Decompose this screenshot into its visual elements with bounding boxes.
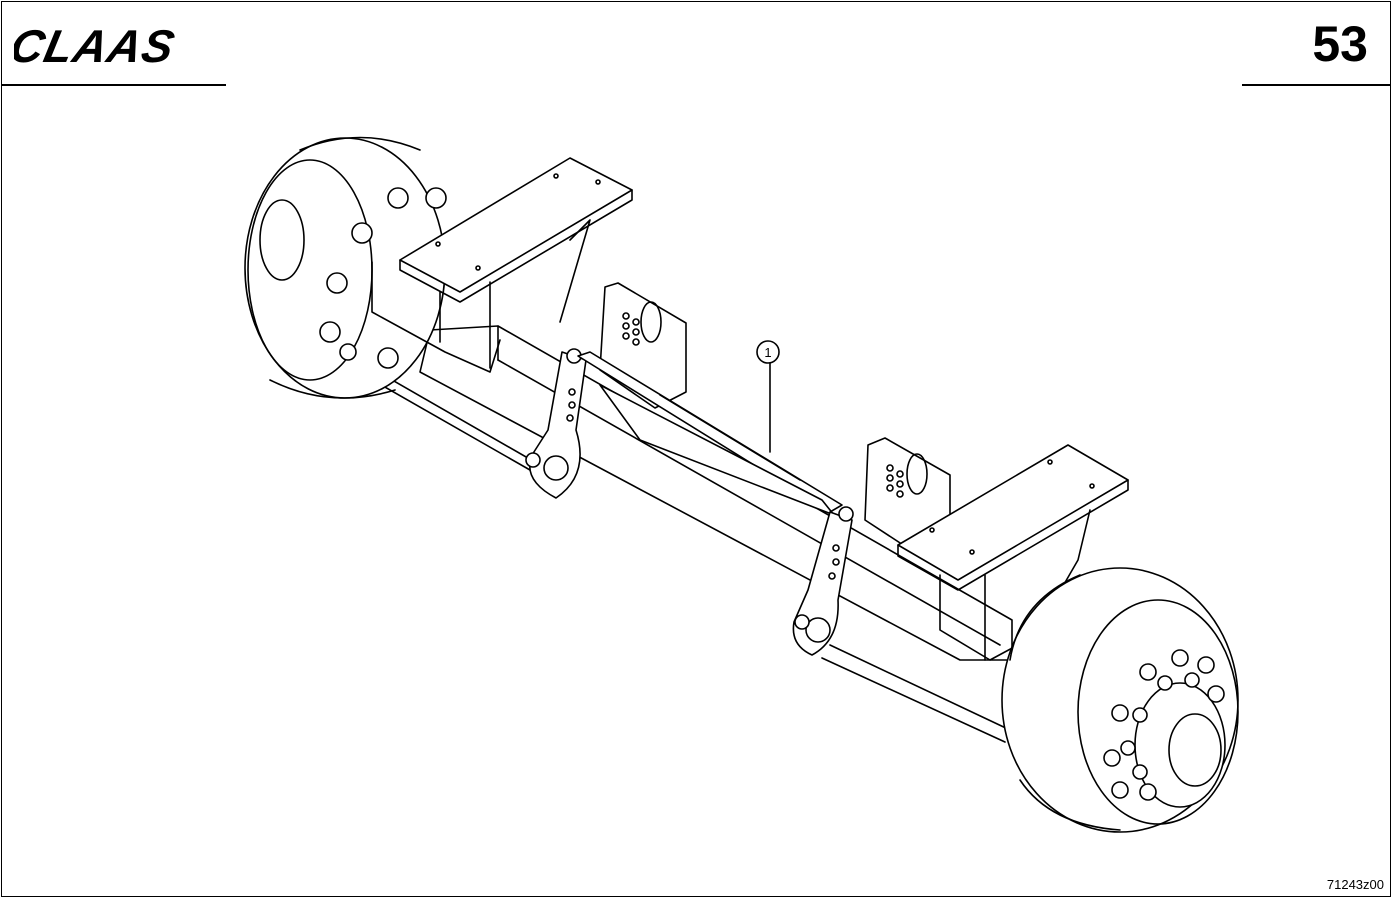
svg-text:CLAAS: CLAAS xyxy=(14,22,180,66)
callout-label: 1 xyxy=(764,345,771,360)
right-wheel-hub xyxy=(1001,567,1239,833)
left-spring-seat xyxy=(371,157,633,373)
connecting-strut xyxy=(577,351,843,516)
right-spring-seat xyxy=(897,444,1129,661)
page-number: 53 xyxy=(1312,16,1368,72)
callout-1: 1 xyxy=(756,340,780,453)
figure-reference-code: 71243z00 xyxy=(1326,877,1384,892)
header-rule-left xyxy=(2,84,226,86)
left-lever-arm xyxy=(525,348,587,499)
header-rule-right xyxy=(1242,84,1390,86)
right-lever-arm xyxy=(792,506,854,656)
left-wheel-hub xyxy=(244,136,447,399)
claas-logo: CLAAS xyxy=(14,22,180,66)
